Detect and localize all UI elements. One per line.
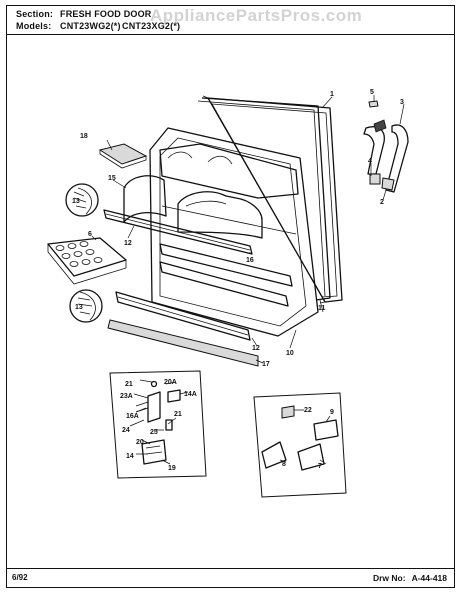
watermark: AppliancePartsPros.com [150,6,363,25]
hinge-parts [363,100,409,193]
callout-12-upper: 12 [124,240,132,247]
door-liner [149,127,319,337]
section-label: Section: [16,9,54,19]
model-2: CNT23XG2(*) [122,21,181,31]
callout-13-upper: 13 [72,198,80,205]
inset-21-b: 21 [174,411,182,418]
shelf-bar-upper [103,209,253,255]
inset-22: 22 [304,407,312,414]
inset-14: 14 [126,453,134,460]
callout-6: 6 [88,231,92,238]
inset-8: 8 [282,461,286,468]
dairy-door [123,175,263,239]
callout-4: 4 [368,158,372,165]
footer-block: 6/92 Drw No: A-44-418 [6,568,455,588]
section-value: FRESH FOOD DOOR [60,9,152,19]
callout-13-lower: 13 [75,304,83,311]
callout-2: 2 [380,199,384,206]
inset-21-a: 21 [125,381,133,388]
callout-18: 18 [80,133,88,140]
section-line: Section: FRESH FOOD DOOR [16,9,152,19]
callout-labels: 1 5 3 4 2 18 15 13 12 16 6 13 11 12 10 1… [72,89,404,472]
model-1: CNT23WG2(*) [60,21,121,31]
callout-11: 11 [318,305,326,312]
callout-5: 5 [370,89,374,96]
drawing-number-block: Drw No: A-44-418 [373,573,447,583]
models-label: Models: [16,21,52,31]
inset-16a: 16A [126,413,139,420]
inset-23a: 23A [120,393,133,400]
egg-tray [47,237,127,285]
hardware-inset [109,370,207,479]
callout-1: 1 [330,91,334,98]
shelf-bar-lower [115,291,251,341]
outer-door-panel [197,97,331,301]
inset-7: 7 [318,463,322,470]
models-line: Models: CNT23WG2(*)CNT23XG2(*) [16,21,180,31]
callout-12-lower: 12 [252,345,260,352]
hinge-cover-inset [253,392,347,498]
inset-20: 20 [136,439,144,446]
drawing-label: Drw No: [372,573,406,583]
detail-circle-upper [65,183,99,217]
bottom-trim [107,319,259,367]
revision-date: 6/92 [12,573,28,582]
inset-25: 25 [150,429,158,436]
handle-part [98,143,148,169]
leader-lines [91,95,405,364]
title-block: Section: FRESH FOOD DOOR Models: CNT23WG2(… [6,5,455,35]
callout-16: 16 [246,257,254,264]
callout-10: 10 [286,350,294,357]
inset-20a: 20A [164,379,177,386]
callout-3: 3 [400,99,404,106]
drawing-frame [6,5,455,588]
callout-17: 17 [262,361,270,368]
inset-14a: 14A [184,391,197,398]
inset-9: 9 [330,409,334,416]
detail-circle-lower [69,289,103,323]
inset-19: 19 [168,465,176,472]
callout-15: 15 [108,175,116,182]
inset-24: 24 [122,427,130,434]
drawing-number: A-44-418 [411,573,447,583]
